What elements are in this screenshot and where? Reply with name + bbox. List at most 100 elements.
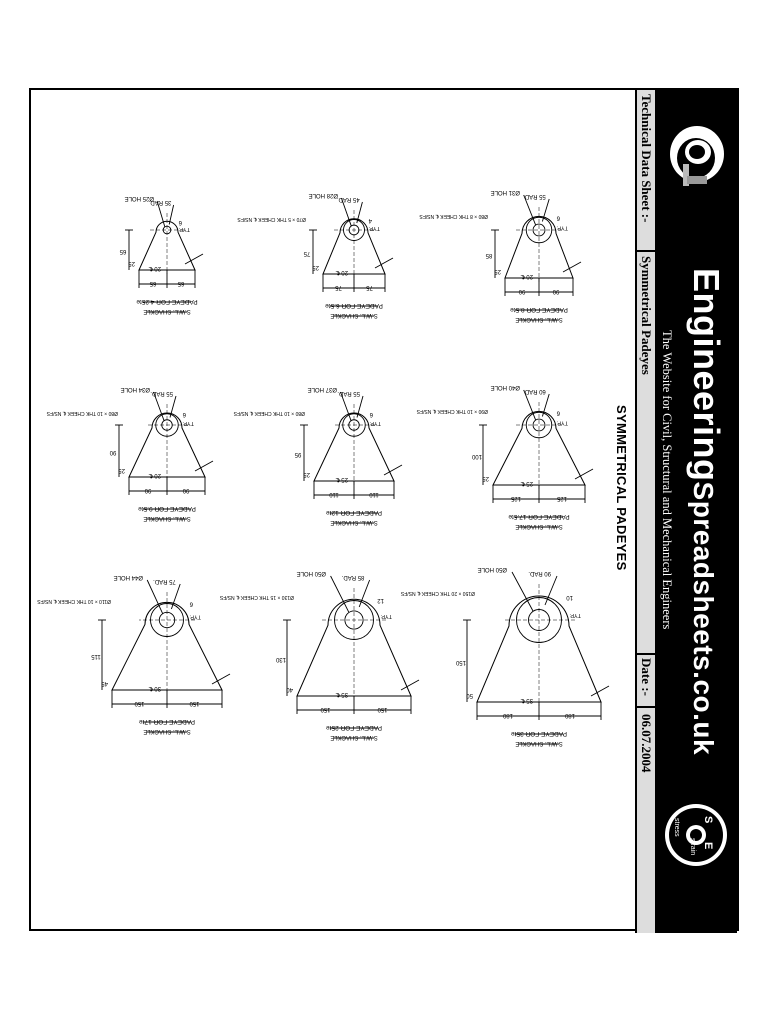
padeye-8-radius-label: 85 RAD. — [341, 574, 364, 580]
padeye-8-subcaption: S.W.L. SHACKLE — [330, 734, 377, 740]
padeye-5-rad-leader — [356, 395, 364, 418]
padeye-1-hole-leader — [156, 200, 166, 227]
padeye-4-caption: PADEYE FOR 9.5te — [138, 505, 196, 512]
padeye-1-plate-label: 20 ℄ — [149, 265, 161, 271]
padeye-2-half-width-left: 75 — [366, 284, 373, 290]
padeye-6-cheek-circle — [525, 411, 553, 439]
padeye-9-hole-label: Ø50 HOLE — [478, 566, 507, 572]
logo-strain-text: strain — [689, 838, 696, 855]
padeye-4-radius-label: 55 RAD. — [150, 390, 173, 396]
padeye-3-outline — [504, 215, 574, 279]
padeye-9-cheek-label: Ø150 × 20 THK CHEEK ℄ NS/FS — [400, 590, 475, 596]
padeye-9-rad-leader — [544, 575, 558, 606]
padeye-6-hole-circle — [532, 418, 546, 432]
padeye-2-height-label: 75 — [303, 250, 310, 256]
padeye-1-radius-label: 35 RAD. — [148, 199, 171, 205]
padeye-2-weld-label: 4 — [368, 217, 372, 223]
padeye-6-hole-label: Ø40 HOLE — [491, 384, 520, 390]
padeye-3-hole-circle — [532, 223, 546, 237]
padeye-7-rad-leader — [170, 583, 181, 610]
padeye-8-hole-label: Ø50 HOLE — [297, 570, 326, 576]
padeye-6-plate-label: 25 ℄ — [521, 480, 533, 486]
stress-strain-logo-icon: S E strain stress — [665, 804, 727, 866]
padeye-2-half-width-right: 75 — [335, 284, 342, 290]
logo-stress-text: stress — [673, 818, 680, 837]
padeye-2-hole-label: Ø28 HOLE — [309, 192, 338, 198]
padeye-6-typ-label: TYP. — [556, 420, 568, 426]
padeye-9-typ-label: TYP. — [569, 612, 581, 618]
padeye-8-weld-leader — [400, 679, 420, 691]
padeye-4-cheek-label: Ø80 × 10 THK CHEEK ℄ NS/FS — [46, 410, 118, 416]
padeye-7-half-width-left: 150 — [189, 700, 200, 706]
padeye-1-height-label: 65 — [119, 248, 126, 254]
padeye-1-rad-leader — [168, 204, 175, 225]
padeye-9-weld-leader — [590, 685, 610, 697]
padeye-5-caption: PADEYE FOR 12te — [326, 509, 382, 516]
padeye-6-height-label: 100 — [471, 453, 482, 459]
padeye-6-weld-leader — [574, 468, 594, 480]
padeye-5-outline — [313, 412, 395, 482]
padeye-3-offset-label: 25 — [494, 268, 501, 274]
padeye-8-cheek-label: Ø130 × 15 THK CHEEK ℄ NS/FS — [219, 594, 294, 600]
padeye-8-hole-leader — [330, 575, 350, 613]
padeye-3-weld-label: 6 — [556, 214, 560, 220]
padeye-5-hole-leader — [340, 391, 352, 421]
padeye-3-caption: PADEYE FOR 8.5te — [510, 306, 568, 313]
padeye-6-weld-label: 6 — [556, 409, 560, 415]
logo-e-text: E — [702, 842, 714, 849]
padeye-9-radius-label: 90 RAD. — [528, 570, 551, 576]
padeye-9-hole-leader — [511, 571, 534, 612]
padeye-4-height-label: 90 — [109, 449, 116, 455]
padeye-7-typ-label: TYP. — [189, 614, 201, 620]
engineering-logo-icon — [670, 126, 724, 186]
rotated-sheet: EngineeringSpreadsheets.co.uk The Websit… — [31, 90, 737, 933]
padeye-6-half-width-right: 125 — [510, 495, 521, 501]
padeye-4-subcaption: S.W.L. SHACKLE — [143, 515, 190, 521]
padeye-7-subcaption: S.W.L. SHACKLE — [143, 728, 190, 734]
padeye-1-offset-label: 25 — [128, 260, 135, 266]
padeye-2-hole-leader — [340, 197, 352, 226]
padeye-7-weld-label: 6 — [189, 600, 193, 606]
padeye-4-hole-label: Ø34 HOLE — [121, 386, 150, 392]
padeye-9-half-width-left: 180 — [564, 712, 575, 718]
padeye-2-offset-label: 25 — [312, 264, 319, 270]
padeye-5-half-width-left: 110 — [369, 491, 379, 497]
padeye-9-caption: PADEYE FOR 35te — [511, 730, 567, 737]
padeye-7-hole-label: Ø44 HOLE — [114, 574, 143, 580]
padeye-6-hole-leader — [523, 389, 537, 421]
padeye-3-plate-label: 20 ℄ — [521, 273, 533, 279]
padeye-3-half-width-right: 90 — [518, 288, 525, 294]
logo-s-text: S — [702, 816, 714, 823]
site-header: EngineeringSpreadsheets.co.uk The Websit… — [657, 90, 737, 933]
padeye-2-rad-leader — [356, 201, 363, 224]
padeye-5-subcaption: S.W.L. SHACKLE — [330, 519, 377, 525]
padeye-5-weld-leader — [383, 464, 403, 476]
padeye-8-offset-label: 40 — [286, 686, 293, 692]
padeye-5-cheek-label: Ø80 × 10 THK CHEEK ℄ NS/FS — [233, 410, 305, 416]
padeye-8-hole-circle — [344, 610, 364, 630]
padeye-3-rad-leader — [541, 198, 550, 222]
padeye-1-outline — [138, 220, 196, 271]
padeye-8-caption: PADEYE FOR 25te — [326, 724, 382, 731]
padeye-4-weld-label: 6 — [182, 411, 186, 417]
padeye-7-half-width-right: 150 — [134, 700, 145, 706]
padeye-5-radius-label: 55 RAD. — [337, 390, 360, 396]
padeye-8-half-width-right: 150 — [320, 706, 331, 712]
padeye-5-plate-label: 25 ℄ — [336, 476, 348, 482]
padeye-2-caption: PADEYE FOR 6.5te — [325, 302, 383, 309]
padeye-7-outline — [111, 601, 223, 691]
padeye-6-caption: PADEYE FOR 17.5te — [508, 513, 570, 520]
padeye-4-outline — [128, 412, 206, 478]
padeye-6-rad-leader — [541, 393, 550, 417]
padeye-1-half-width-left: 65 — [177, 280, 184, 286]
padeye-9-weld-label: 10 — [566, 594, 573, 600]
padeye-4-typ-label: TYP. — [182, 420, 194, 426]
padeye-8-typ-label: TYP. — [380, 613, 392, 619]
padeye-9-plate-label: 35 ℄ — [521, 697, 533, 703]
padeye-7-height-label: 115 — [91, 653, 101, 659]
padeye-5-hole-label: Ø37 HOLE — [308, 386, 337, 392]
padeye-8-plate-label: 35 ℄ — [336, 691, 348, 697]
padeye-4-weld-leader — [194, 460, 214, 472]
padeye-9-offset-label: 50 — [466, 692, 473, 698]
